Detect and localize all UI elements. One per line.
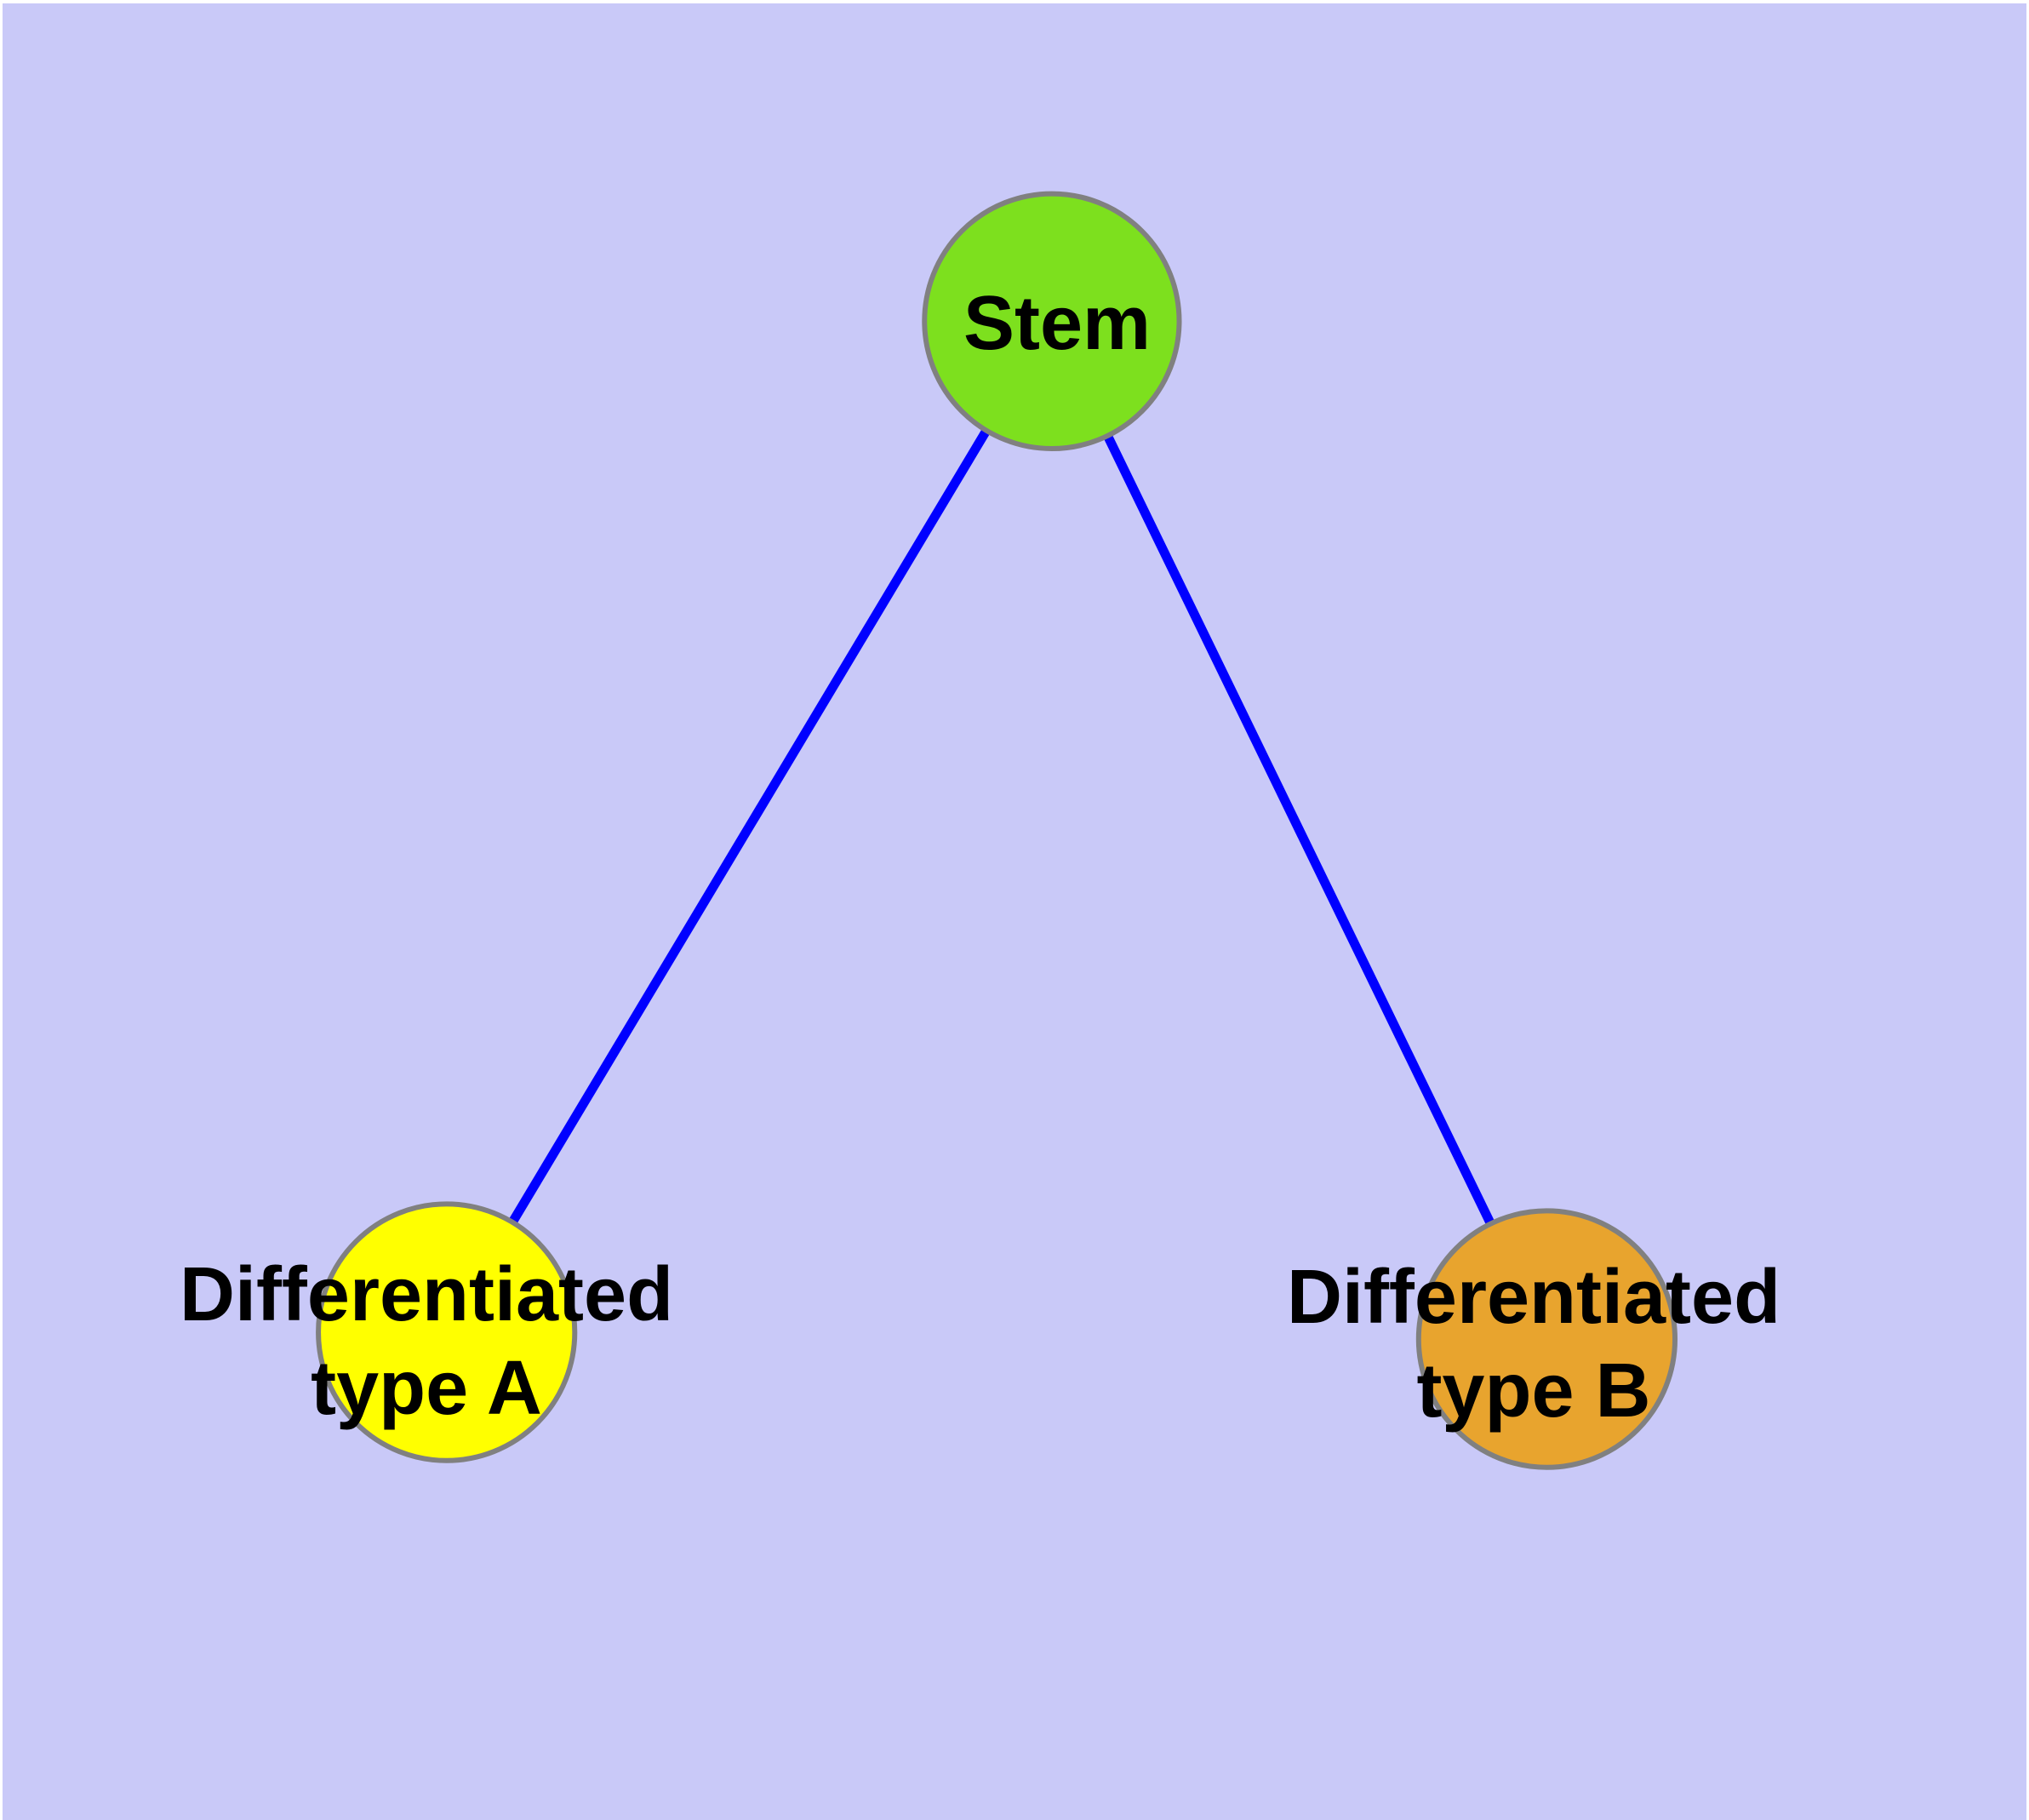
node-circle-stem — [922, 191, 1182, 452]
edge-stem-type-a — [442, 318, 1056, 1335]
graph-svg — [316, 191, 1678, 1470]
node-circle-type-a — [316, 1201, 578, 1463]
edge-stem-type-b — [1047, 318, 1552, 1342]
node-circle-type-b — [1415, 1208, 1678, 1470]
nodes-group — [316, 191, 1678, 1470]
edges-group — [442, 318, 1552, 1342]
